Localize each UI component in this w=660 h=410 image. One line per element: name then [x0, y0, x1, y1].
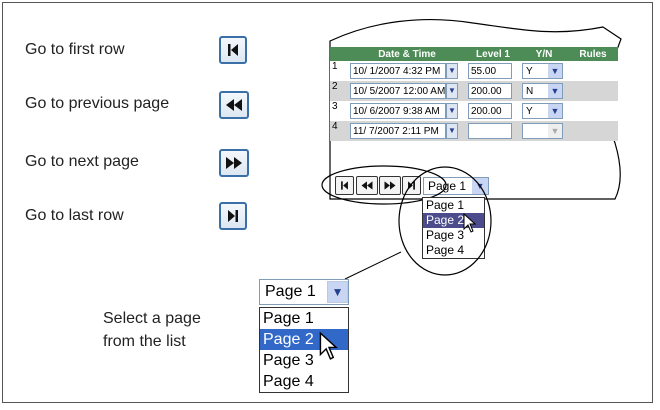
header-date-time[interactable]: Date & Time: [348, 47, 466, 61]
caption-line-1: Select a page: [103, 310, 201, 327]
first-row-button[interactable]: [219, 36, 247, 64]
legend-next-page-label: Go to next page: [25, 153, 139, 170]
page-select[interactable]: Page 1 ▼: [259, 279, 349, 305]
legend-first-row-label: Go to first row: [25, 41, 125, 58]
datetime-cell: 10/ 6/2007 9:38 AM▼: [348, 101, 466, 121]
datetime-input[interactable]: 10/ 1/2007 4:32 PM: [350, 63, 446, 79]
yn-value: N: [526, 85, 534, 97]
mouse-pointer-icon: [319, 331, 338, 360]
chevron-down-icon[interactable]: ▼: [548, 84, 562, 98]
yn-cell: ▼: [520, 121, 568, 141]
datetime-input[interactable]: 11/ 7/2007 2:11 PM: [350, 123, 446, 139]
grid-page-option[interactable]: Page 4: [426, 243, 465, 257]
figure-frame: Go to first row Go to previous page Go t…: [2, 2, 653, 403]
chevron-down-icon[interactable]: ▼: [446, 123, 458, 139]
grid-page-select-value: Page 1: [428, 179, 467, 193]
page-option[interactable]: Page 1: [263, 310, 314, 327]
grid-header-row: Date & Time Level 1 Y/N Rules: [330, 47, 618, 61]
last-row-button[interactable]: [219, 202, 247, 230]
chevron-down-icon[interactable]: ▼: [548, 124, 562, 138]
chevron-down-icon[interactable]: ▼: [327, 281, 348, 303]
page-select-value: Page 1: [265, 283, 316, 300]
chevron-down-icon[interactable]: ▼: [446, 63, 458, 79]
rules-cell: [568, 121, 618, 141]
grid-page-option[interactable]: Page 1: [426, 198, 465, 212]
legend-last-row-label: Go to last row: [25, 207, 124, 224]
grid-page-list: Page 1 Page 2 Page 3 Page 4: [422, 197, 485, 259]
level-input[interactable]: 200.00: [468, 83, 512, 99]
data-grid: Date & Time Level 1 Y/N Rules 1 10/ 1/200…: [330, 47, 618, 141]
page-option[interactable]: Page 3: [263, 352, 314, 369]
previous-page-icon: [226, 99, 242, 111]
datetime-cell: 10/ 1/2007 4:32 PM▼: [348, 61, 466, 81]
yn-value: Y: [526, 65, 533, 77]
grid-first-row-button[interactable]: [335, 176, 354, 195]
yn-select[interactable]: Y▼: [522, 103, 563, 119]
page-option[interactable]: Page 4: [263, 373, 314, 390]
level-input[interactable]: [468, 123, 512, 139]
row-number: 2: [332, 81, 338, 92]
previous-page-icon: [361, 181, 373, 190]
legend-previous-page-label: Go to previous page: [25, 95, 170, 112]
first-row-icon: [341, 181, 348, 190]
yn-select[interactable]: Y▼: [522, 63, 563, 79]
next-page-button[interactable]: [219, 149, 249, 177]
row-number: 3: [332, 101, 338, 112]
level-cell: 200.00: [466, 101, 520, 121]
caption-line-2: from the list: [103, 333, 186, 350]
previous-page-button[interactable]: [219, 91, 249, 119]
yn-select[interactable]: N▼: [522, 83, 563, 99]
datetime-input[interactable]: 10/ 6/2007 9:38 AM: [350, 103, 446, 119]
header-rules[interactable]: Rules: [568, 47, 618, 61]
yn-value: Y: [526, 105, 533, 117]
header-yn[interactable]: Y/N: [520, 47, 568, 61]
rules-cell: [568, 81, 618, 101]
chevron-down-icon[interactable]: ▼: [548, 64, 562, 78]
row-number: 4: [332, 121, 338, 132]
level-cell: 55.00: [466, 61, 520, 81]
yn-cell: N▼: [520, 81, 568, 101]
level-cell: [466, 121, 520, 141]
level-input[interactable]: 55.00: [468, 63, 512, 79]
grid-previous-page-button[interactable]: [356, 176, 378, 195]
rules-cell: [568, 101, 618, 121]
grid-excerpt: Date & Time Level 1 Y/N Rules 1 10/ 1/200…: [303, 13, 653, 283]
yn-cell: Y▼: [520, 61, 568, 81]
last-row-icon: [228, 210, 238, 222]
header-level[interactable]: Level 1: [466, 47, 520, 61]
magnifier-circle: [398, 166, 492, 276]
chevron-down-icon[interactable]: ▼: [446, 83, 458, 99]
chevron-down-icon[interactable]: ▼: [548, 104, 562, 118]
datetime-cell: 10/ 5/2007 12:00 AM▼: [348, 81, 466, 101]
next-page-icon: [384, 181, 396, 190]
chevron-down-icon[interactable]: ▼: [446, 103, 458, 119]
level-cell: 200.00: [466, 81, 520, 101]
yn-select[interactable]: ▼: [522, 123, 563, 139]
grid-next-page-button[interactable]: [379, 176, 401, 195]
datetime-cell: 11/ 7/2007 2:11 PM▼: [348, 121, 466, 141]
select-page-caption: Select a page from the list: [103, 307, 201, 353]
row-number: 1: [332, 61, 338, 72]
mouse-pointer-icon: [463, 213, 477, 233]
level-input[interactable]: 200.00: [468, 103, 512, 119]
grid-page-option[interactable]: Page 3: [426, 228, 465, 242]
yn-cell: Y▼: [520, 101, 568, 121]
rules-cell: [568, 61, 618, 81]
connector-line: [344, 251, 402, 280]
next-page-icon: [226, 157, 242, 169]
first-row-icon: [228, 44, 238, 56]
datetime-input[interactable]: 10/ 5/2007 12:00 AM: [350, 83, 446, 99]
pager-highlight-ellipse: [321, 165, 447, 205]
page-list: Page 1 Page 2 Page 3 Page 4: [259, 307, 349, 393]
